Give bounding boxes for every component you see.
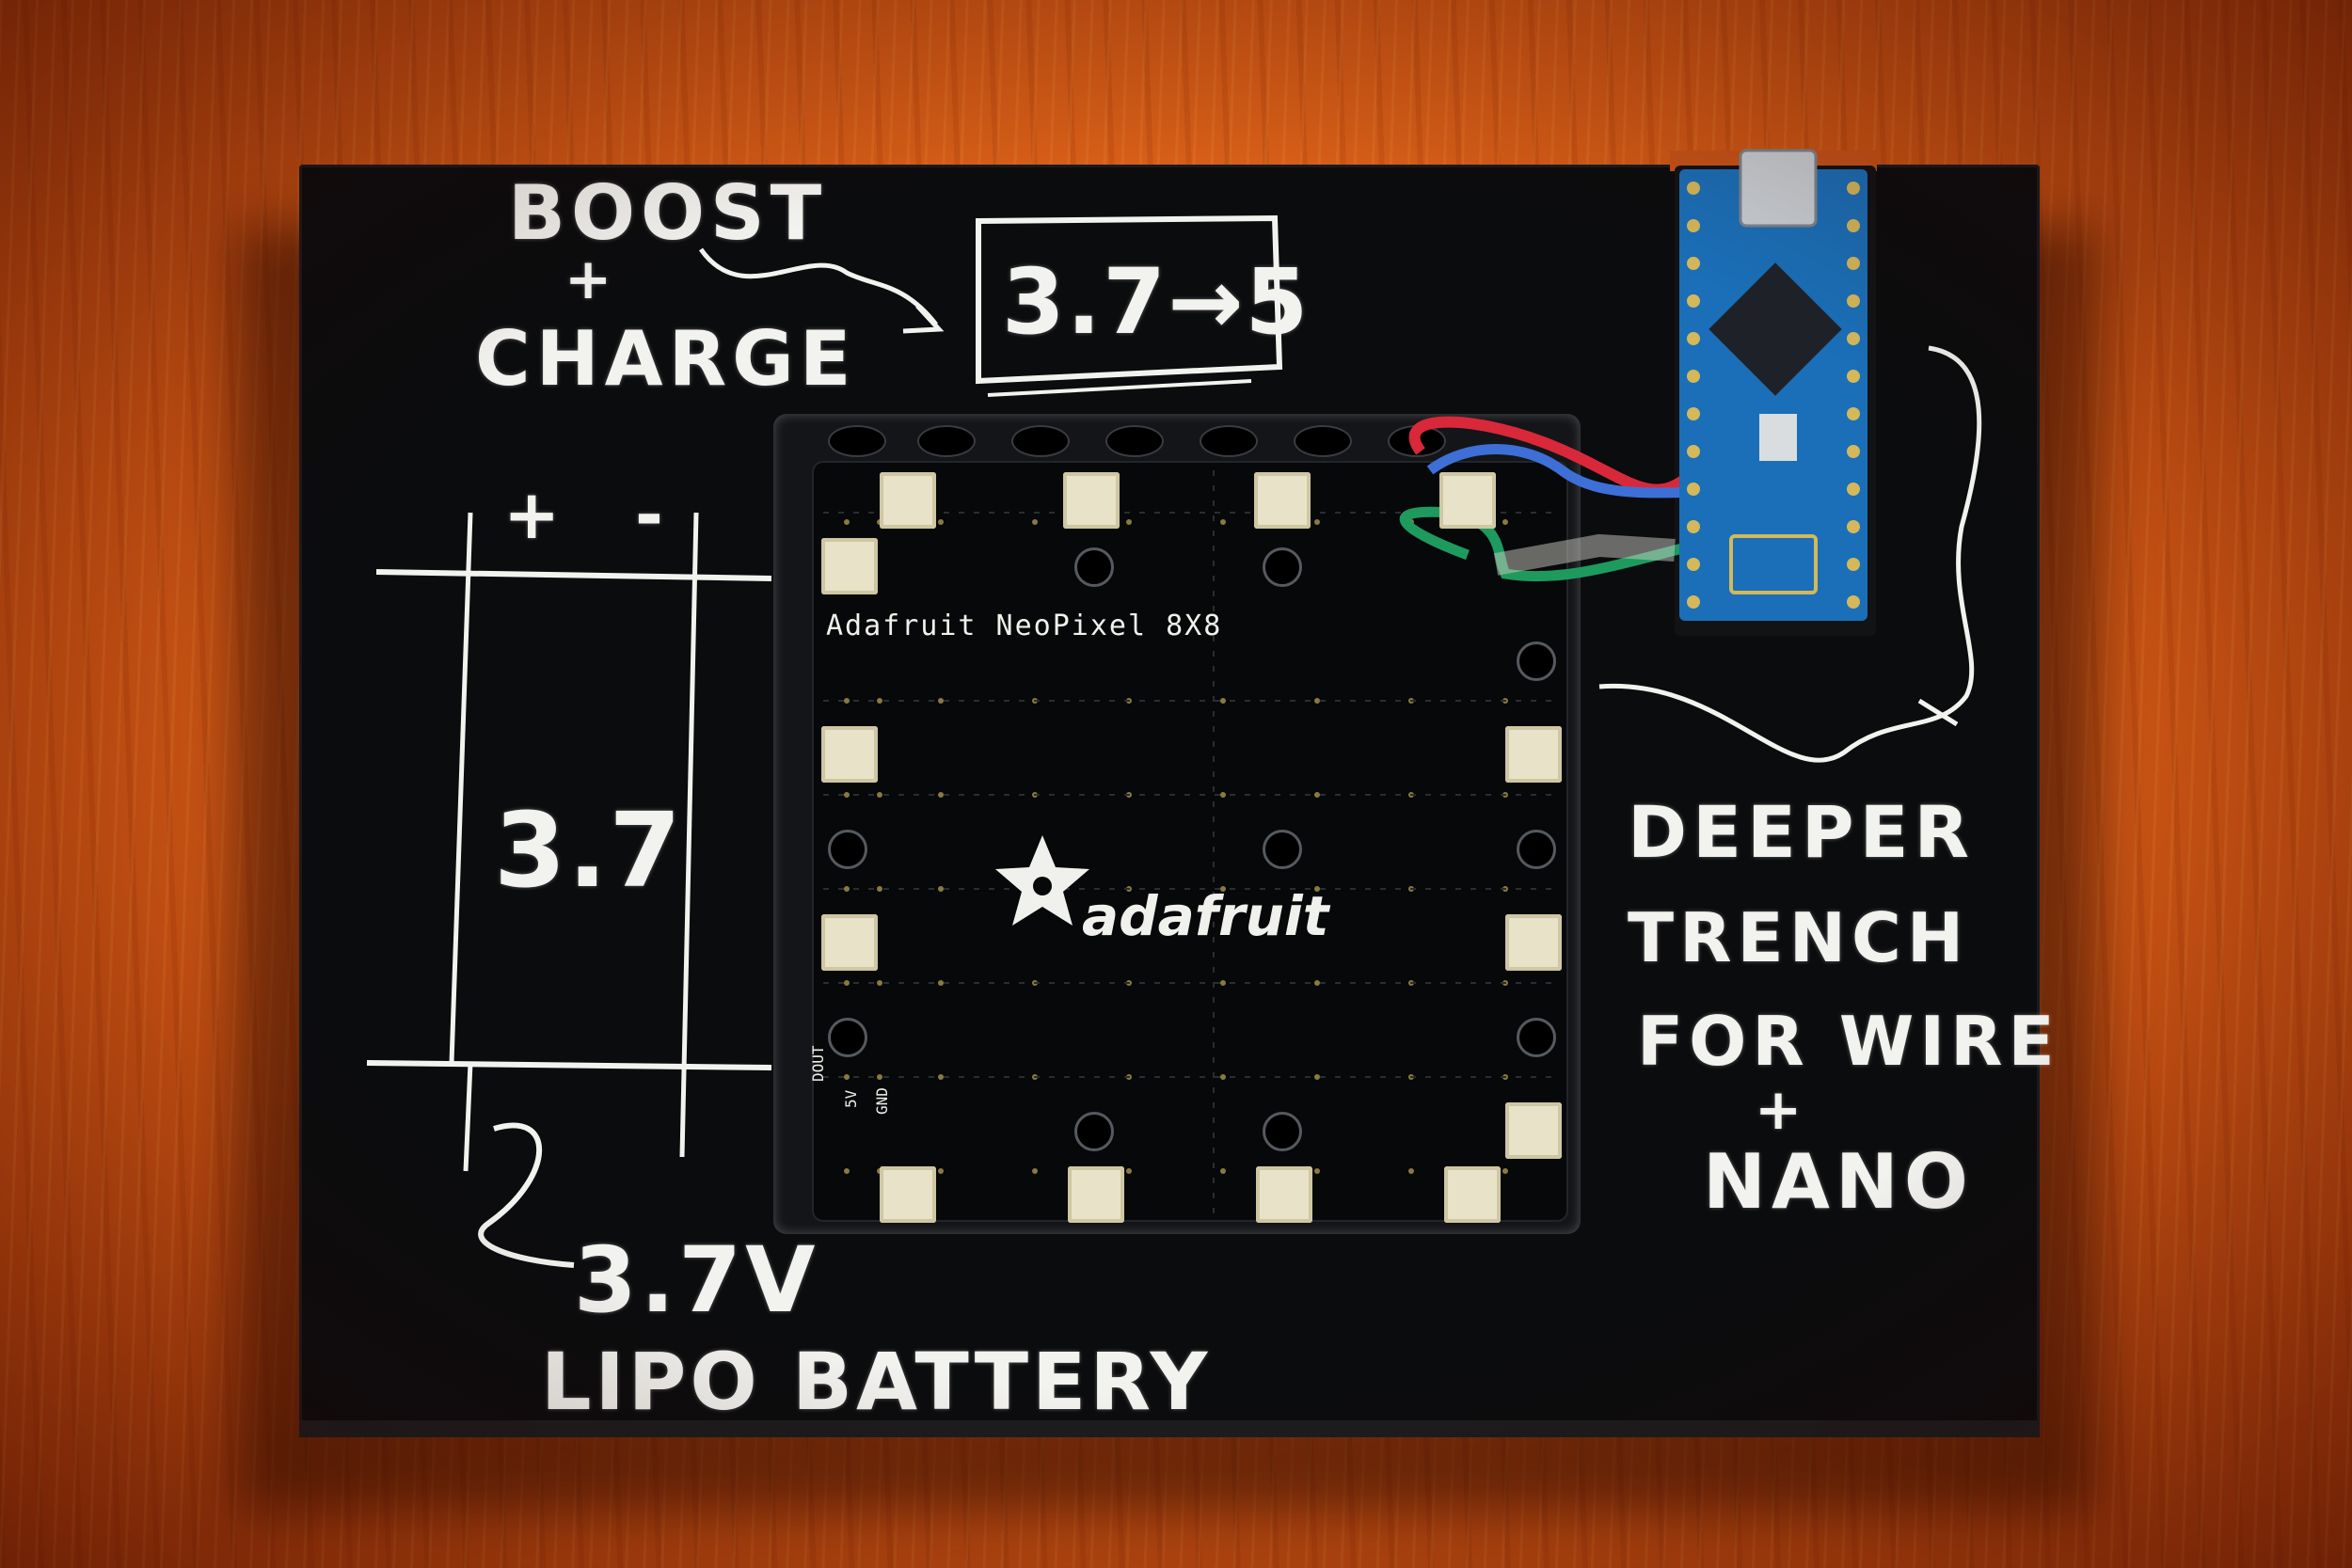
microcontroller-chip-icon [1708,262,1842,396]
pcb-mount-hole [1517,641,1556,681]
led-pixel [1256,1166,1312,1223]
pcb-logo-text: adafruit [1082,884,1329,948]
trench-hole [1200,425,1258,457]
led-pixel [1439,472,1496,529]
battery-voltage-label: 3.7V [574,1227,819,1333]
arduino-nano [1679,149,1867,621]
pcb-mount-hole [828,1018,867,1057]
led-pixel [880,472,936,529]
boost-label: BOOST [508,169,828,257]
boost-plus: + [564,246,618,312]
led-pixel [880,1166,936,1223]
adafruit-star-logo [995,835,1089,926]
led-pixel [1505,1102,1562,1159]
boost-box-outline [976,214,1283,385]
led-pixel [1254,472,1311,529]
green-wire [1399,506,1695,582]
trench-hole [1294,425,1352,457]
boost-arrow-head [902,304,945,334]
charge-label: CHARGE [475,315,857,403]
usb-connector-icon [1739,149,1818,228]
trench-hole [1011,425,1070,457]
pcb-mount-hole [828,830,867,869]
led-pixel [1444,1166,1501,1223]
trench-hole [917,425,976,457]
pcb-mount-hole [1074,1112,1114,1151]
battery-plus: + [503,475,566,554]
battery-value: 3.7 [494,790,683,911]
battery-bottom-edge [366,1060,772,1070]
led-pixel [821,538,878,594]
led-pixel [821,726,878,783]
pin-label-gnd: GND [873,1087,891,1115]
trench-note-line3: FOR WIRE [1637,1002,2060,1081]
trench-hole [828,425,886,457]
battery-type-label: LIPO BATTERY [541,1336,1212,1428]
led-pixel [1063,472,1120,529]
led-pixel [821,914,878,971]
pcb-mount-hole [1263,1112,1302,1151]
pcb-trace-lines [823,470,1557,1213]
battery-pointer-curve [478,1122,575,1268]
trench-pointer-tick [1917,698,1959,727]
trench-pointer-curve [1598,345,1982,763]
battery-left-edge [449,512,473,1064]
boost-box-text: 3.7→5 [1002,249,1311,355]
battery-top-edge [375,569,772,581]
boost-box-underline [987,379,1252,397]
boost-arrow [698,247,938,326]
pcb-mount-hole [1263,830,1302,869]
pcb-mount-hole [1517,1018,1556,1057]
battery-leg [463,1062,473,1172]
board-front-edge [299,1420,2040,1437]
pcb-title: Adafruit NeoPixel 8X8 [826,610,1223,642]
pcb-mount-hole [1263,547,1302,587]
pin-label-dout: DOUT [809,1045,827,1082]
trench-note-line2: TRENCH [1628,898,1970,977]
led-pixel [1505,914,1562,971]
battery-right-edge [679,512,699,1158]
trench-note-line4: NANO [1703,1138,1974,1226]
pcb-mount-hole [1517,830,1556,869]
pin-label-5v: 5V [842,1089,860,1108]
trench-hole [1105,425,1164,457]
led-pixel [1505,726,1562,783]
trench-note-line1: DEEPER [1628,790,1976,874]
led-pixel [1068,1166,1124,1223]
pcb-mount-hole [1074,547,1114,587]
hot-glue-blob [1493,533,1676,576]
trench-note-plus: + [1755,1077,1808,1143]
battery-minus: - [635,475,669,554]
neopixel-matrix-pcb [814,463,1566,1220]
